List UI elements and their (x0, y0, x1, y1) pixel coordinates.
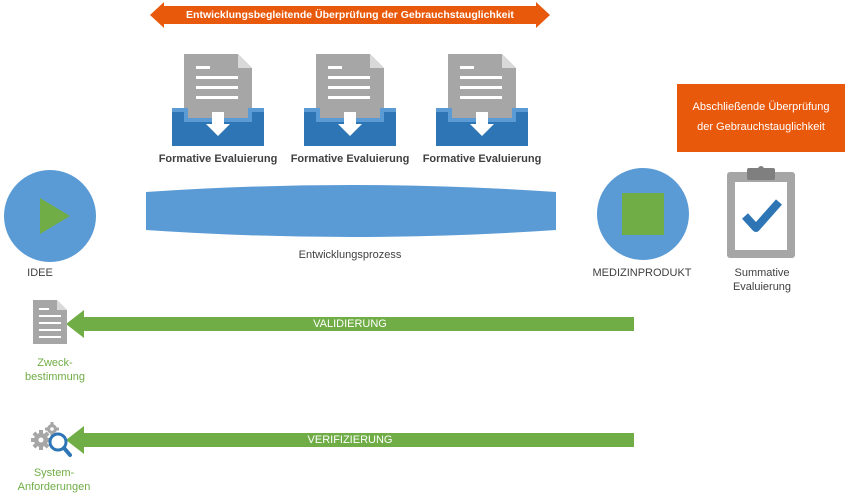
clipboard-check-icon (727, 166, 795, 258)
validation-arrow (66, 310, 634, 338)
system-requirements-line2: Anforderungen (17, 481, 91, 493)
process-label: Entwicklungsprozess (298, 249, 402, 261)
purpose-line2: bestimmung (25, 371, 85, 383)
final-check-line2: der Gebrauchstauglichkeit (697, 121, 825, 133)
formative-label-1: Formative Evaluierung (158, 153, 278, 165)
document-tray-icon (436, 54, 528, 146)
play-icon (40, 198, 70, 234)
formative-icon-1 (170, 52, 266, 148)
product-label: MEDIZINPRODUKT (592, 267, 692, 279)
formative-icon-3 (434, 52, 530, 148)
summative-line1: Summative (734, 267, 790, 279)
purpose-line1: Zweck- (37, 357, 73, 369)
process-cylinder (146, 185, 556, 237)
formative-label-3: Formative Evaluierung (422, 153, 542, 165)
final-check-line1: Abschließende Überprüfung (692, 101, 830, 113)
verification-arrow (66, 426, 634, 454)
system-requirements-line1: System- (33, 467, 75, 479)
document-tray-icon (172, 54, 264, 146)
top-banner-text: Entwicklungsbegleitende Überprüfung der … (186, 9, 514, 21)
idea-label: IDEE (27, 267, 53, 279)
summative-label: Summative Evaluierung (712, 266, 812, 294)
document-tray-icon (304, 54, 396, 146)
validation-label: VALIDIERUNG (313, 318, 387, 330)
summative-line2: Evaluierung (732, 281, 792, 293)
idea-circle (4, 170, 96, 262)
final-check-box: Abschließende Überprüfung der Gebrauchst… (677, 84, 845, 152)
stop-square-icon (622, 193, 664, 235)
formative-label-2: Formative Evaluierung (290, 153, 410, 165)
gears-search-icon (31, 422, 72, 457)
system-requirements-label: System- Anforderungen (4, 466, 104, 494)
purpose-label: Zweck- bestimmung (10, 356, 100, 384)
verification-label: VERIFIZIERUNG (307, 434, 393, 446)
top-banner-arrow (150, 2, 550, 28)
product-circle (597, 168, 689, 260)
formative-icon-2 (302, 52, 398, 148)
document-icon (33, 300, 67, 344)
